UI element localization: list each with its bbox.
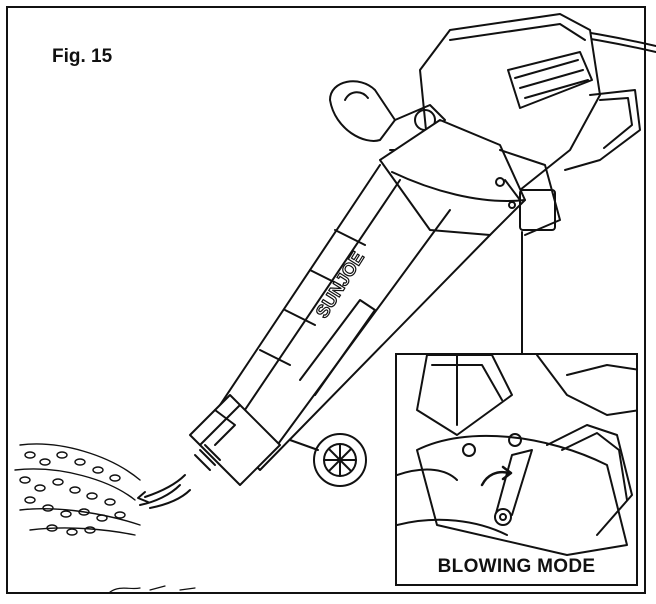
inset-detail: BLOWING MODE (395, 353, 638, 586)
rotate-arrow-icon (480, 465, 513, 487)
front-handle (329, 80, 396, 142)
inset-caption: BLOWING MODE (437, 556, 596, 577)
curved-arrows-icon (137, 474, 191, 509)
rear-handle (564, 89, 641, 171)
nozzle (189, 394, 281, 486)
mode-lever (494, 449, 533, 518)
leaves-debris (14, 443, 141, 536)
inset-illustration (397, 355, 636, 556)
figure-label: Fig. 15 (52, 46, 113, 67)
brand-logo-text: SUNJOE (312, 248, 368, 321)
